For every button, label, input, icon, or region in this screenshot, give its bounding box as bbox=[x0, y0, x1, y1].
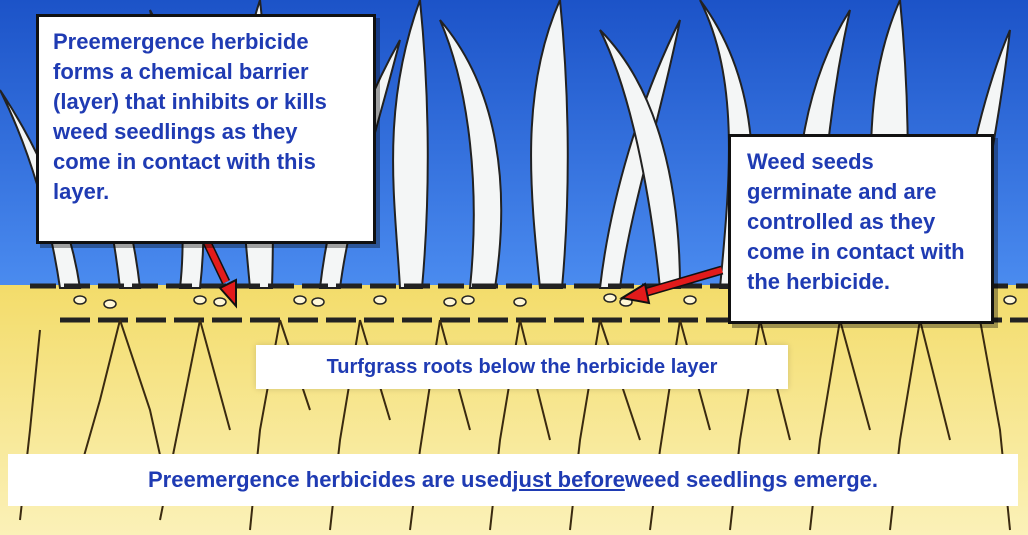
roots-label: Turfgrass roots below the herbicide laye… bbox=[256, 345, 788, 389]
bottom-caption: Preemergence herbicides are used just be… bbox=[8, 454, 1018, 506]
caption-emphasis: just before bbox=[512, 467, 624, 493]
preemergence-barrier-callout: Preemergence herbicide forms a chemical … bbox=[36, 14, 376, 244]
caption-after: weed seedlings emerge. bbox=[625, 467, 878, 493]
caption-before: Preemergence herbicides are used bbox=[148, 467, 512, 493]
weed-seeds-callout: Weed seeds germinate and are controlled … bbox=[728, 134, 994, 324]
